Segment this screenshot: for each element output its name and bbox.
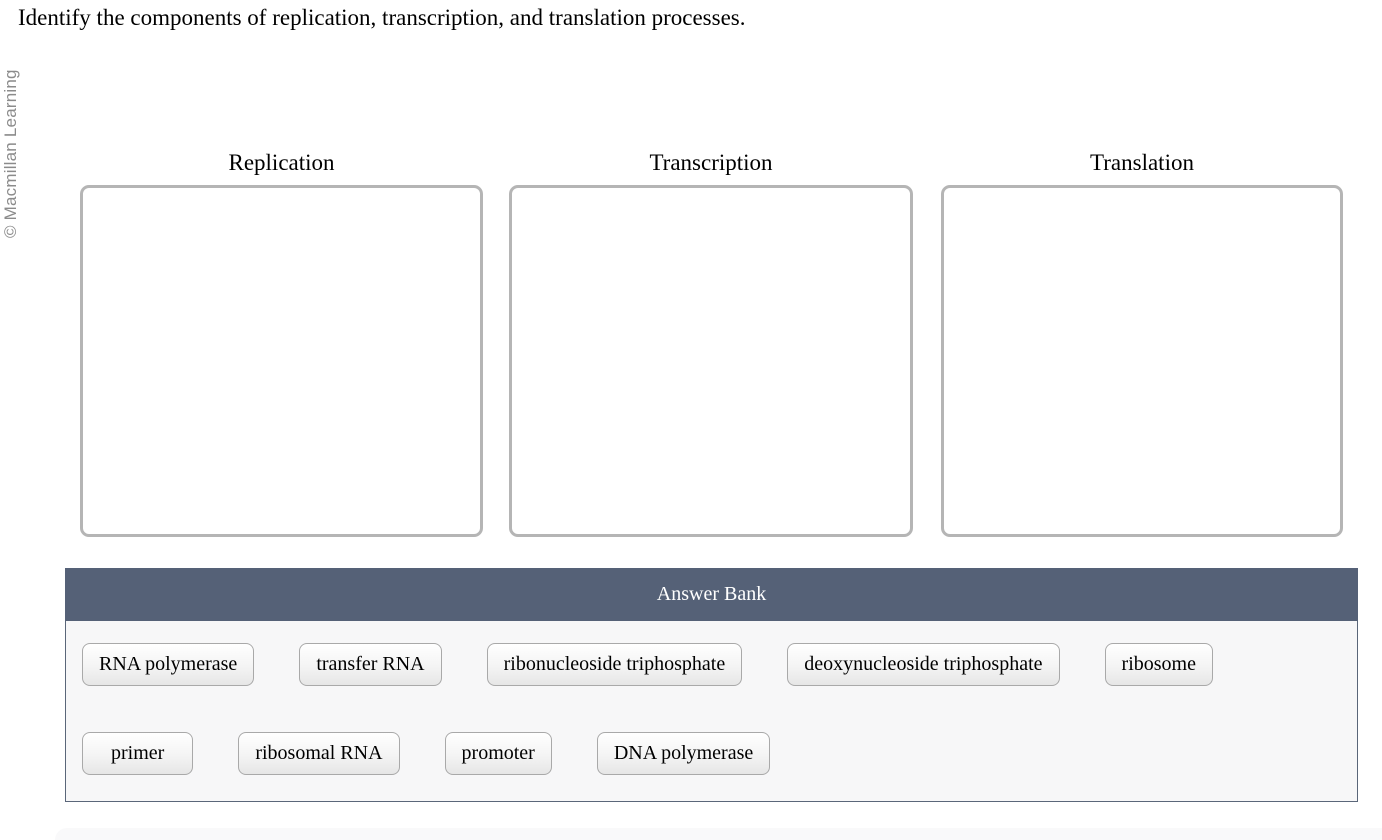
chip-deoxynucleoside-triphosphate[interactable]: deoxynucleoside triphosphate [787, 643, 1060, 686]
chip-ribosome[interactable]: ribosome [1104, 643, 1213, 686]
bottom-panel-edge [55, 828, 1382, 840]
chip-ribosomal-rna[interactable]: ribosomal RNA [238, 732, 400, 775]
answer-bank-title: Answer Bank [656, 583, 767, 605]
drop-zone-label-replication: Replication [228, 150, 335, 175]
drop-zone-transcription[interactable] [509, 185, 913, 537]
chip-rna-polymerase[interactable]: RNA polymerase [82, 643, 255, 686]
question-prompt: Identify the components of replication, … [18, 5, 746, 30]
answer-bank-header: Answer Bank [65, 568, 1358, 621]
drop-zone-label-transcription: Transcription [649, 150, 773, 175]
chip-dna-polymerase[interactable]: DNA polymerase [596, 732, 771, 775]
chip-promoter[interactable]: promoter [444, 732, 552, 775]
answer-bank-body: RNA polymerase transfer RNA ribonucleosi… [65, 621, 1358, 802]
chip-transfer-rna[interactable]: transfer RNA [299, 643, 442, 686]
chip-primer[interactable]: primer [82, 732, 194, 775]
answer-bank: Answer Bank RNA polymerase transfer RNA … [65, 568, 1358, 802]
drop-zone-label-translation: Translation [1090, 150, 1194, 175]
drop-zone-replication[interactable] [80, 185, 483, 537]
macmillan-copyright: © Macmillan Learning [1, 69, 20, 238]
chip-ribonucleoside-triphosphate[interactable]: ribonucleoside triphosphate [486, 643, 743, 686]
answer-bank-row-1: RNA polymerase transfer RNA ribonucleosi… [82, 643, 1357, 686]
drop-zone-translation[interactable] [941, 185, 1343, 537]
answer-bank-row-2: primer ribosomal RNA promoter DNA polyme… [82, 732, 1357, 775]
